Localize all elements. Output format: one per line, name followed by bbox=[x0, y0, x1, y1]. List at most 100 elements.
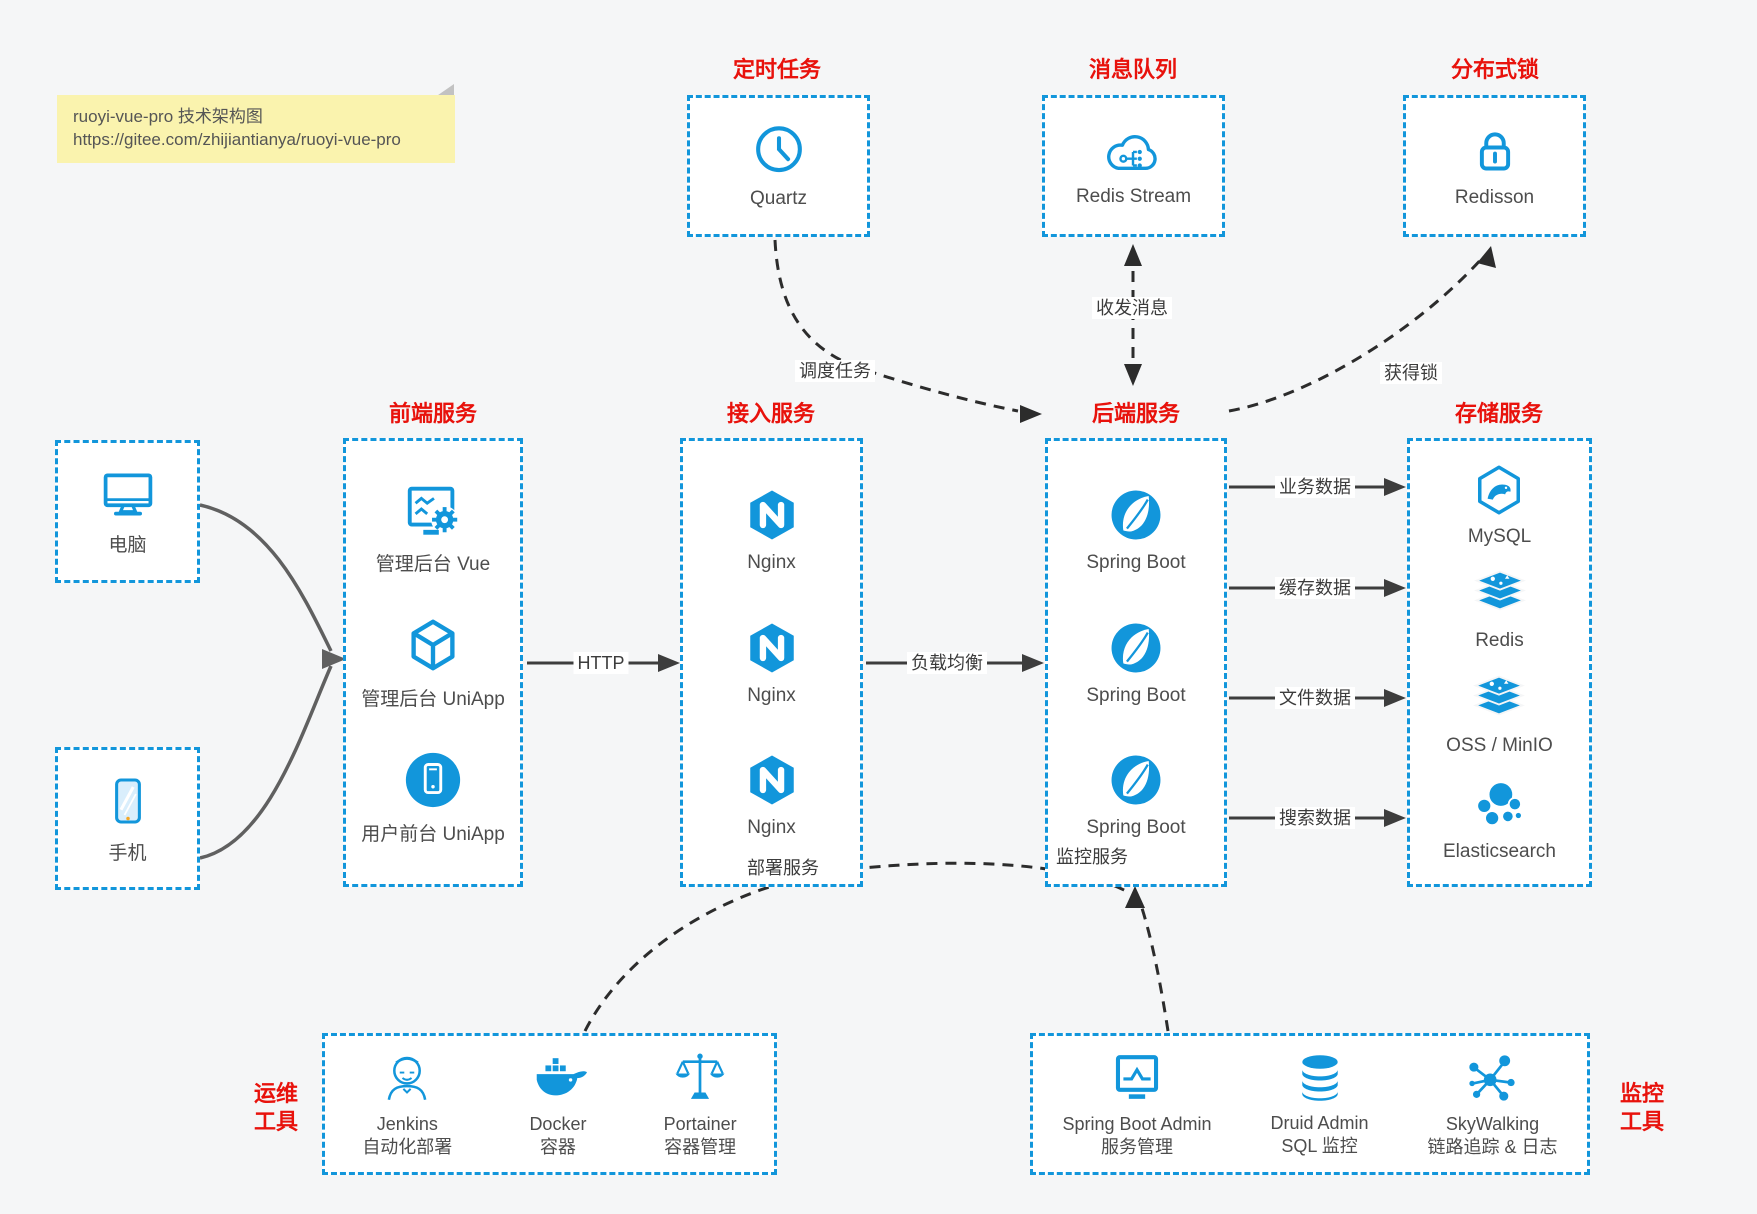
quartz-label: Quartz bbox=[749, 188, 808, 209]
springboot-item-2: Spring Boot bbox=[1086, 619, 1186, 707]
computer-label: 电脑 bbox=[108, 535, 147, 556]
gateway-box: Nginx Nginx Nginx bbox=[680, 438, 863, 887]
frontend-title: 前端服务 bbox=[388, 401, 478, 426]
nginx-item-3: Nginx bbox=[743, 751, 801, 839]
phone-label: 手机 bbox=[108, 843, 147, 864]
oss-minio-icon bbox=[1473, 675, 1526, 716]
nginx-item-2: Nginx bbox=[743, 619, 801, 707]
spring-boot-icon bbox=[1111, 490, 1161, 540]
jenkins-label: Jenkins 自动化部署 bbox=[362, 1114, 453, 1157]
nginx-item-1: Nginx bbox=[743, 486, 801, 574]
jenkins-item: Jenkins 自动化部署 bbox=[362, 1049, 452, 1159]
admin-vue-label: 管理后台 Vue bbox=[375, 554, 491, 575]
druid-database-icon bbox=[1301, 1055, 1338, 1101]
user-uniapp-label: 用户前台 UniApp bbox=[361, 824, 505, 845]
frontend-box: 管理后台 Vue 管理后台 UniApp 用户前台 UniApp bbox=[343, 438, 523, 887]
note-title: ruoyi-vue-pro 技术架构图 bbox=[73, 107, 263, 126]
user-app-icon bbox=[405, 752, 461, 808]
gateway-title: 接入服务 bbox=[726, 401, 816, 426]
edge-file-data: 文件数据 bbox=[1275, 687, 1355, 709]
storage-box: MySQL Redis bbox=[1407, 438, 1592, 887]
phone-icon bbox=[114, 778, 141, 824]
phone-item: 手机 bbox=[100, 772, 156, 865]
redisson-item: Redisson bbox=[1455, 123, 1534, 209]
portainer-item: Portainer 容器管理 bbox=[664, 1049, 737, 1159]
elasticsearch-label: Elasticsearch bbox=[1443, 841, 1556, 863]
computer-item: 电脑 bbox=[98, 466, 158, 557]
nginx-icon bbox=[749, 623, 794, 672]
sba-item: Spring Boot Admin 服务管理 bbox=[1062, 1049, 1212, 1159]
nginx-icon bbox=[749, 490, 794, 540]
docker-icon bbox=[536, 1058, 587, 1096]
springboot-label: Spring Boot bbox=[1086, 551, 1186, 573]
admin-vue-item: 管理后台 Vue bbox=[376, 479, 490, 576]
phone-box: 手机 bbox=[55, 747, 200, 890]
skywalking-label: SkyWalking 链路追踪 & 日志 bbox=[1427, 1114, 1558, 1157]
ops-box: Jenkins 自动化部署 Docker 容器 bbox=[322, 1033, 777, 1175]
user-uniapp-item: 用户前台 UniApp bbox=[361, 749, 505, 846]
redis-stream-label: Redis Stream bbox=[1075, 186, 1192, 207]
portainer-icon bbox=[675, 1053, 725, 1099]
docker-label: Docker 容器 bbox=[529, 1114, 587, 1157]
nginx-icon bbox=[749, 755, 794, 805]
edge-acquire-lock: 获得锁 bbox=[1380, 362, 1442, 384]
oss-minio-item: OSS / MinIO bbox=[1446, 673, 1553, 757]
mq-box: Redis Stream bbox=[1042, 95, 1225, 237]
admin-vue-icon bbox=[407, 486, 459, 535]
redis-label: Redis bbox=[1475, 630, 1524, 652]
springboot-item-3: Spring Boot bbox=[1086, 751, 1186, 839]
sba-label: Spring Boot Admin 服务管理 bbox=[1062, 1114, 1212, 1157]
ops-side-label: 运维 工具 bbox=[253, 1081, 298, 1134]
edge-search-data: 搜索数据 bbox=[1275, 807, 1355, 829]
monitoring-box: Spring Boot Admin 服务管理 Druid Admin SQL 监… bbox=[1030, 1033, 1590, 1175]
edge-business-data: 业务数据 bbox=[1275, 476, 1355, 498]
scheduler-box: Quartz bbox=[687, 95, 870, 237]
backend-title: 后端服务 bbox=[1091, 401, 1181, 426]
mysql-icon bbox=[1478, 465, 1521, 515]
druid-label: Druid Admin SQL 监控 bbox=[1270, 1113, 1369, 1156]
redis-item: Redis bbox=[1471, 568, 1529, 652]
backend-box: Spring Boot Spring Boot Spring Boot bbox=[1045, 438, 1227, 887]
clock-icon bbox=[755, 126, 802, 173]
elasticsearch-icon bbox=[1475, 781, 1523, 827]
springboot-item-1: Spring Boot bbox=[1086, 486, 1186, 574]
scheduler-title: 定时任务 bbox=[732, 57, 822, 82]
nginx-label: Nginx bbox=[747, 817, 796, 839]
docker-item: Docker 容器 bbox=[527, 1049, 589, 1159]
note-url: https://gitee.com/zhijiantianya/ruoyi-vu… bbox=[73, 130, 401, 149]
edge-messaging: 收发消息 bbox=[1092, 297, 1172, 319]
note: ruoyi-vue-pro 技术架构图 https://gitee.com/zh… bbox=[57, 95, 455, 163]
portainer-label: Portainer 容器管理 bbox=[663, 1114, 737, 1157]
skywalking-icon bbox=[1469, 1055, 1516, 1101]
spring-boot-icon bbox=[1111, 623, 1161, 672]
skywalking-item: SkyWalking 链路追踪 & 日志 bbox=[1427, 1049, 1558, 1159]
lock-title: 分布式锁 bbox=[1450, 57, 1540, 82]
monitoring-side-label: 监控 工具 bbox=[1619, 1081, 1664, 1134]
lock-icon bbox=[1479, 132, 1510, 171]
mq-title: 消息队列 bbox=[1088, 57, 1178, 82]
admin-uniapp-label: 管理后台 UniApp bbox=[361, 689, 505, 710]
computer-box: 电脑 bbox=[55, 440, 200, 583]
uniapp-cube-icon bbox=[411, 619, 455, 671]
spring-boot-admin-icon bbox=[1115, 1055, 1159, 1099]
computer-icon bbox=[103, 473, 152, 516]
redis-stream-item: Redis Stream bbox=[1076, 124, 1191, 208]
redis-icon bbox=[1473, 570, 1526, 611]
springboot-label: Spring Boot bbox=[1086, 817, 1186, 839]
cloud-stream-icon bbox=[1107, 135, 1158, 171]
admin-uniapp-item: 管理后台 UniApp bbox=[361, 614, 505, 711]
spring-boot-icon bbox=[1111, 755, 1161, 805]
mysql-item: MySQL bbox=[1468, 462, 1531, 548]
lock-box: Redisson bbox=[1403, 95, 1586, 237]
edge-deploy: 部署服务 bbox=[743, 857, 823, 879]
mysql-label: MySQL bbox=[1467, 525, 1532, 547]
quartz-item: Quartz bbox=[750, 122, 808, 210]
storage-title: 存储服务 bbox=[1454, 401, 1544, 426]
edge-cache-data: 缓存数据 bbox=[1275, 577, 1355, 599]
oss-minio-label: OSS / MinIO bbox=[1446, 734, 1553, 756]
jenkins-icon bbox=[387, 1056, 427, 1101]
nginx-label: Nginx bbox=[747, 551, 796, 573]
redisson-label: Redisson bbox=[1454, 187, 1535, 208]
